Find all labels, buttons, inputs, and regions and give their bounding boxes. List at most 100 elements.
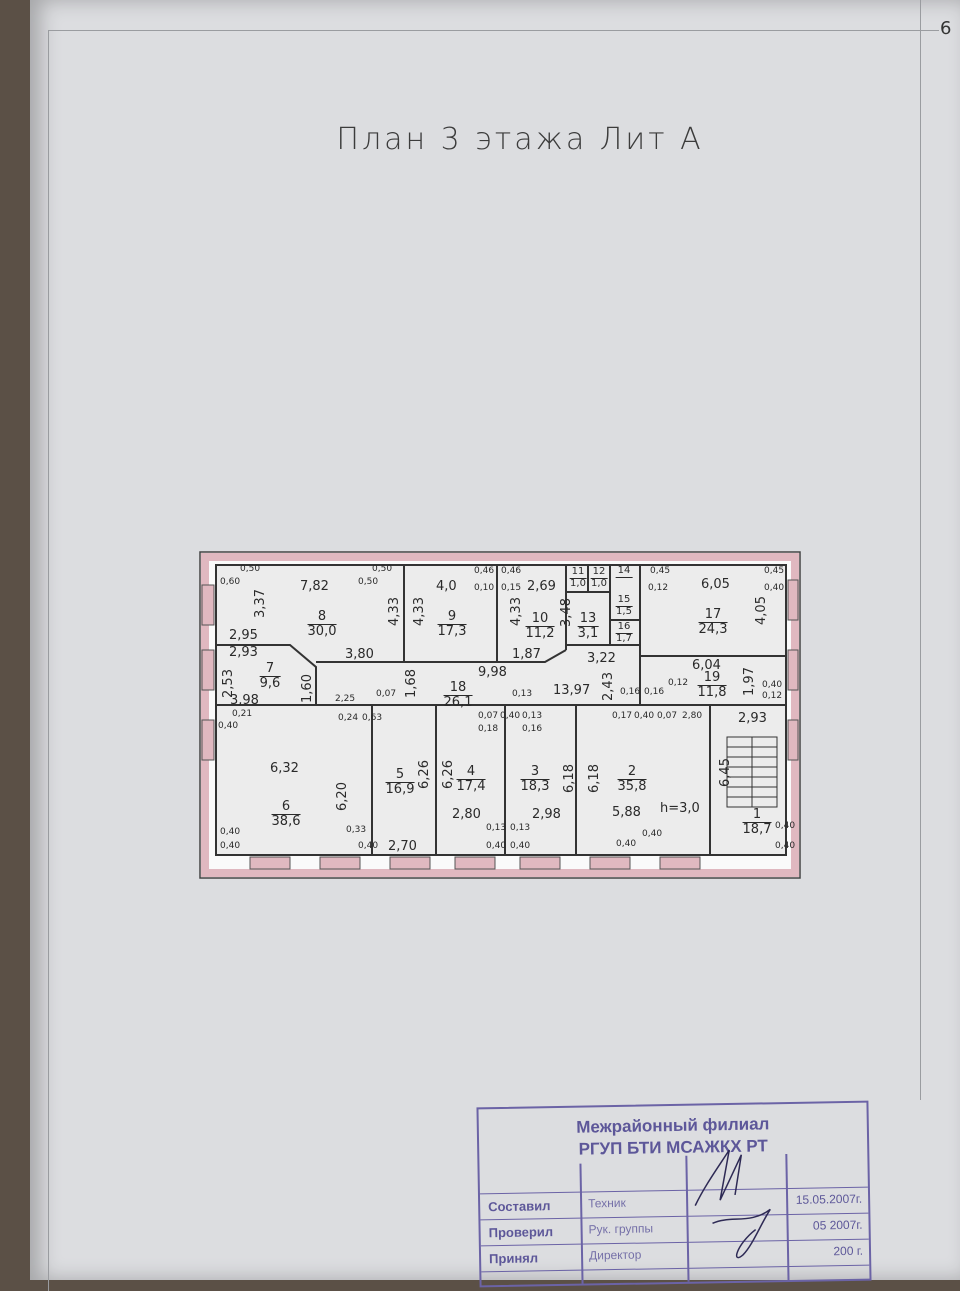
wall-dimension: 0,45	[650, 566, 671, 576]
wall-dimension: 0,40	[775, 821, 796, 831]
dimension: 6,20	[334, 782, 350, 811]
wall-dimension: 0,63	[362, 713, 383, 723]
wall-dimension: 0,46	[501, 566, 522, 576]
dimension: 3,98	[230, 693, 259, 708]
bti-stamp: Межрайонный филиал РГУП БТИ МСАЖКХ РТ Со…	[476, 1100, 872, 1288]
wall-dimension: 0,24	[338, 713, 359, 723]
dimension: 2,70	[388, 839, 417, 854]
dimension: h=3,0	[660, 801, 700, 816]
dimension: 6,18	[561, 764, 577, 793]
dimension: 2,95	[229, 628, 258, 643]
wall-dimension: 0,40	[486, 841, 507, 851]
dimension: 6,26	[416, 760, 432, 789]
wall-dimension: 0,40	[500, 711, 521, 721]
wall-dimension: 0,16	[644, 687, 665, 697]
wall-dimension: 0,45	[764, 566, 785, 576]
dimension: 1,60	[299, 674, 315, 703]
dimension: 1,68	[403, 669, 419, 698]
wall-dimension: 0,40	[642, 829, 663, 839]
page-number: 6	[940, 18, 952, 39]
dimension: 3,22	[587, 651, 616, 666]
wall-dimension: 0,50	[372, 564, 393, 574]
plan-title: План 3 этажа Лит А	[336, 122, 704, 157]
wall-dimension: 0,50	[240, 564, 261, 574]
wall-dimension: 0,46	[474, 566, 495, 576]
dimension: 13,97	[553, 683, 591, 698]
dimension: 4,33	[411, 597, 427, 626]
wall-dimension: 0,15	[501, 583, 522, 593]
dimension: 6,04	[692, 658, 721, 673]
wall-dimension: 0,40	[218, 721, 239, 731]
wall-dimension: 0,40	[358, 841, 379, 851]
dimension: 4,33	[386, 597, 402, 626]
dimension: 2,80	[682, 711, 703, 721]
wall-dimension: 0,60	[220, 577, 241, 587]
wall-dimension: 0,10	[474, 583, 495, 593]
wall-dimension: 0,40	[775, 841, 796, 851]
wall-dimension: 0,40	[220, 827, 241, 837]
dimension: 3,48	[558, 598, 574, 627]
wall-dimension: 0,13	[510, 823, 531, 833]
dimension: 6,18	[586, 764, 602, 793]
dimension: 6,05	[701, 577, 730, 592]
wall-dimension: 0,40	[764, 583, 785, 593]
room-14: 14	[615, 565, 633, 578]
dimension: 2,25	[335, 694, 356, 704]
wall-dimension: 0,16	[522, 724, 543, 734]
wall-dimension: 0,12	[648, 583, 669, 593]
dimension: 7,82	[300, 579, 329, 594]
wall-dimension: 0,07	[657, 711, 678, 721]
wall-dimension: 0,40	[762, 680, 783, 690]
wall-dimension: 0,13	[512, 689, 533, 699]
wall-dimension: 0,12	[668, 678, 689, 688]
wall-dimension: 0,40	[220, 841, 241, 851]
page-frame-right	[920, 0, 921, 1100]
dimension: 1,87	[512, 647, 541, 662]
wall-dimension: 0,07	[376, 689, 397, 699]
wall-dimension: 0,12	[762, 691, 783, 701]
dimension: 4,33	[508, 597, 524, 626]
dimension: 1,97	[741, 667, 757, 696]
staircase-icon	[726, 736, 778, 808]
wall-dimension: 0,21	[232, 709, 253, 719]
dimension: 5,88	[612, 805, 641, 820]
dimension: 2,93	[738, 711, 767, 726]
wall-dimension: 0,16	[620, 687, 641, 697]
wall-dimension: 0,18	[478, 724, 499, 734]
dimension: 2,93	[229, 645, 258, 660]
dimension: 2,69	[527, 579, 556, 594]
dimension: 4,0	[436, 579, 457, 594]
dimension: 2,98	[532, 807, 561, 822]
dimension: 9,98	[478, 665, 507, 680]
wall-dimension: 0,33	[346, 825, 367, 835]
wall-dimension: 0,50	[358, 577, 379, 587]
page-frame	[48, 30, 939, 1291]
dimension: 3,80	[345, 647, 374, 662]
dimension: 3,37	[252, 589, 268, 618]
dimension: 4,05	[753, 596, 769, 625]
wall-dimension: 0,17	[612, 711, 633, 721]
wall-dimension: 0,40	[616, 839, 637, 849]
dimension: 6,26	[440, 760, 456, 789]
signature	[694, 1149, 771, 1259]
wall-dimension: 0,13	[522, 711, 543, 721]
wall-dimension: 0,40	[510, 841, 531, 851]
wall-dimension: 0,40	[634, 711, 655, 721]
